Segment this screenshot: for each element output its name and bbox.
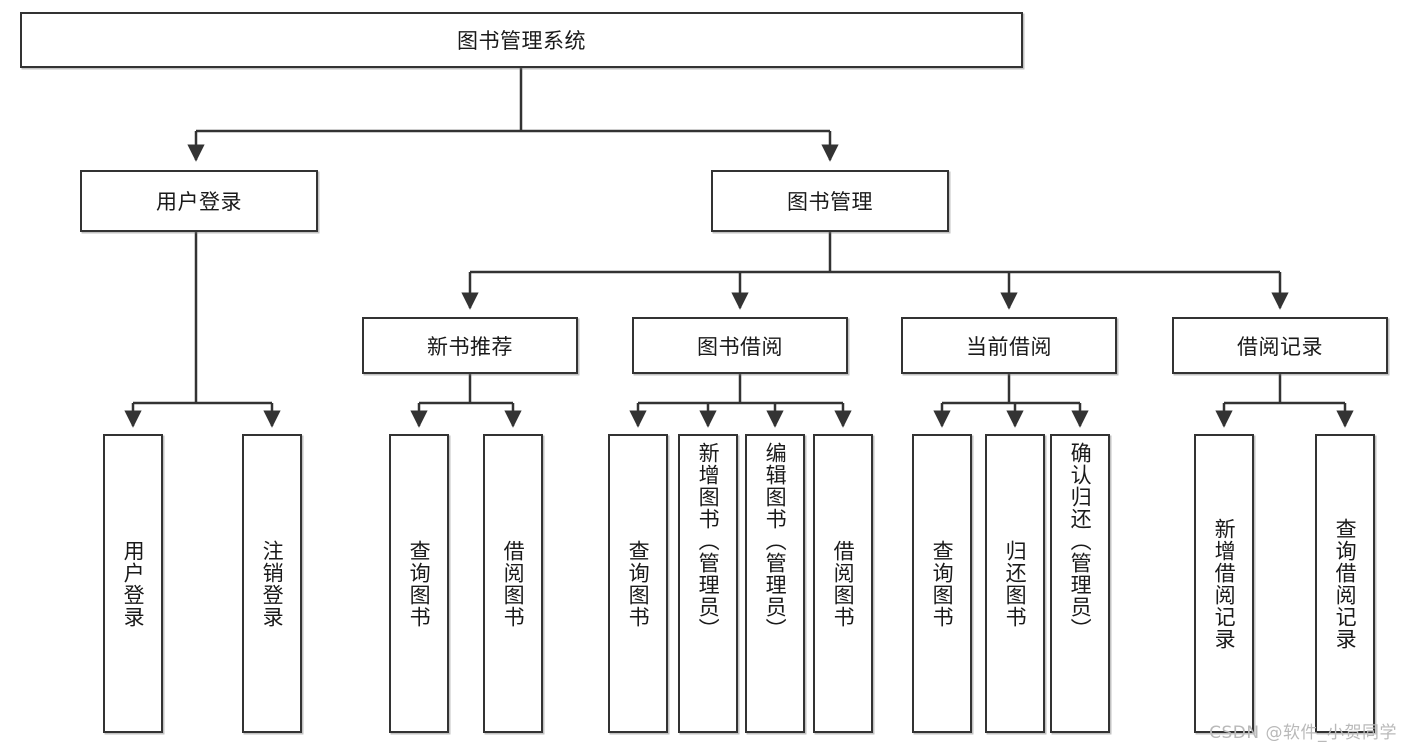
node-leaf-add-record-label: 新增借阅记录	[1212, 517, 1237, 650]
node-leaf-query-book-cur-label: 查询图书	[930, 539, 955, 628]
node-new-book-rec[interactable]: 新书推荐	[362, 317, 578, 374]
node-book-manage[interactable]: 图书管理	[711, 170, 949, 232]
node-user-login[interactable]: 用户登录	[80, 170, 318, 232]
node-leaf-query-book-borrow[interactable]: 查询图书	[608, 434, 668, 733]
node-leaf-confirm-return-label: 确认归还（管理员）	[1068, 442, 1093, 640]
node-leaf-query-record[interactable]: 查询借阅记录	[1315, 434, 1375, 733]
node-borrow-record-label: 借阅记录	[1237, 334, 1323, 359]
node-leaf-borrow-book-rec[interactable]: 借阅图书	[483, 434, 543, 733]
node-leaf-add-book[interactable]: 新增图书（管理员）	[678, 434, 738, 733]
node-book-borrow-label: 图书借阅	[697, 334, 783, 359]
node-leaf-logout[interactable]: 注销登录	[242, 434, 302, 733]
node-leaf-confirm-return[interactable]: 确认归还（管理员）	[1050, 434, 1110, 733]
node-current-borrow[interactable]: 当前借阅	[901, 317, 1117, 374]
node-leaf-query-record-label: 查询借阅记录	[1333, 517, 1358, 650]
node-leaf-borrow-book-rec-label: 借阅图书	[501, 539, 526, 628]
node-user-login-label: 用户登录	[156, 190, 242, 214]
node-root[interactable]: 图书管理系统	[20, 12, 1023, 68]
node-book-manage-label: 图书管理	[787, 190, 873, 214]
node-new-book-rec-label: 新书推荐	[427, 334, 513, 359]
node-leaf-borrow-book[interactable]: 借阅图书	[813, 434, 873, 733]
node-leaf-logout-label: 注销登录	[260, 539, 285, 628]
node-leaf-add-record[interactable]: 新增借阅记录	[1194, 434, 1254, 733]
node-leaf-return-book[interactable]: 归还图书	[985, 434, 1045, 733]
node-leaf-return-book-label: 归还图书	[1003, 539, 1028, 628]
node-leaf-edit-book-label: 编辑图书（管理员）	[763, 442, 788, 640]
node-leaf-query-book-cur[interactable]: 查询图书	[912, 434, 972, 733]
node-leaf-user-login-label: 用户登录	[121, 539, 146, 628]
node-leaf-query-book-rec-label: 查询图书	[407, 539, 432, 628]
node-borrow-record[interactable]: 借阅记录	[1172, 317, 1388, 374]
node-leaf-borrow-book-label: 借阅图书	[831, 539, 856, 628]
node-leaf-add-book-label: 新增图书（管理员）	[696, 442, 721, 640]
node-leaf-user-login[interactable]: 用户登录	[103, 434, 163, 733]
node-book-borrow[interactable]: 图书借阅	[632, 317, 848, 374]
node-root-label: 图书管理系统	[457, 29, 586, 53]
csdn-watermark: CSDN @软件_小贺同学	[1209, 723, 1397, 743]
node-leaf-query-book-borrow-label: 查询图书	[626, 539, 651, 628]
node-current-borrow-label: 当前借阅	[966, 334, 1052, 359]
node-leaf-edit-book[interactable]: 编辑图书（管理员）	[745, 434, 805, 733]
node-leaf-query-book-rec[interactable]: 查询图书	[389, 434, 449, 733]
